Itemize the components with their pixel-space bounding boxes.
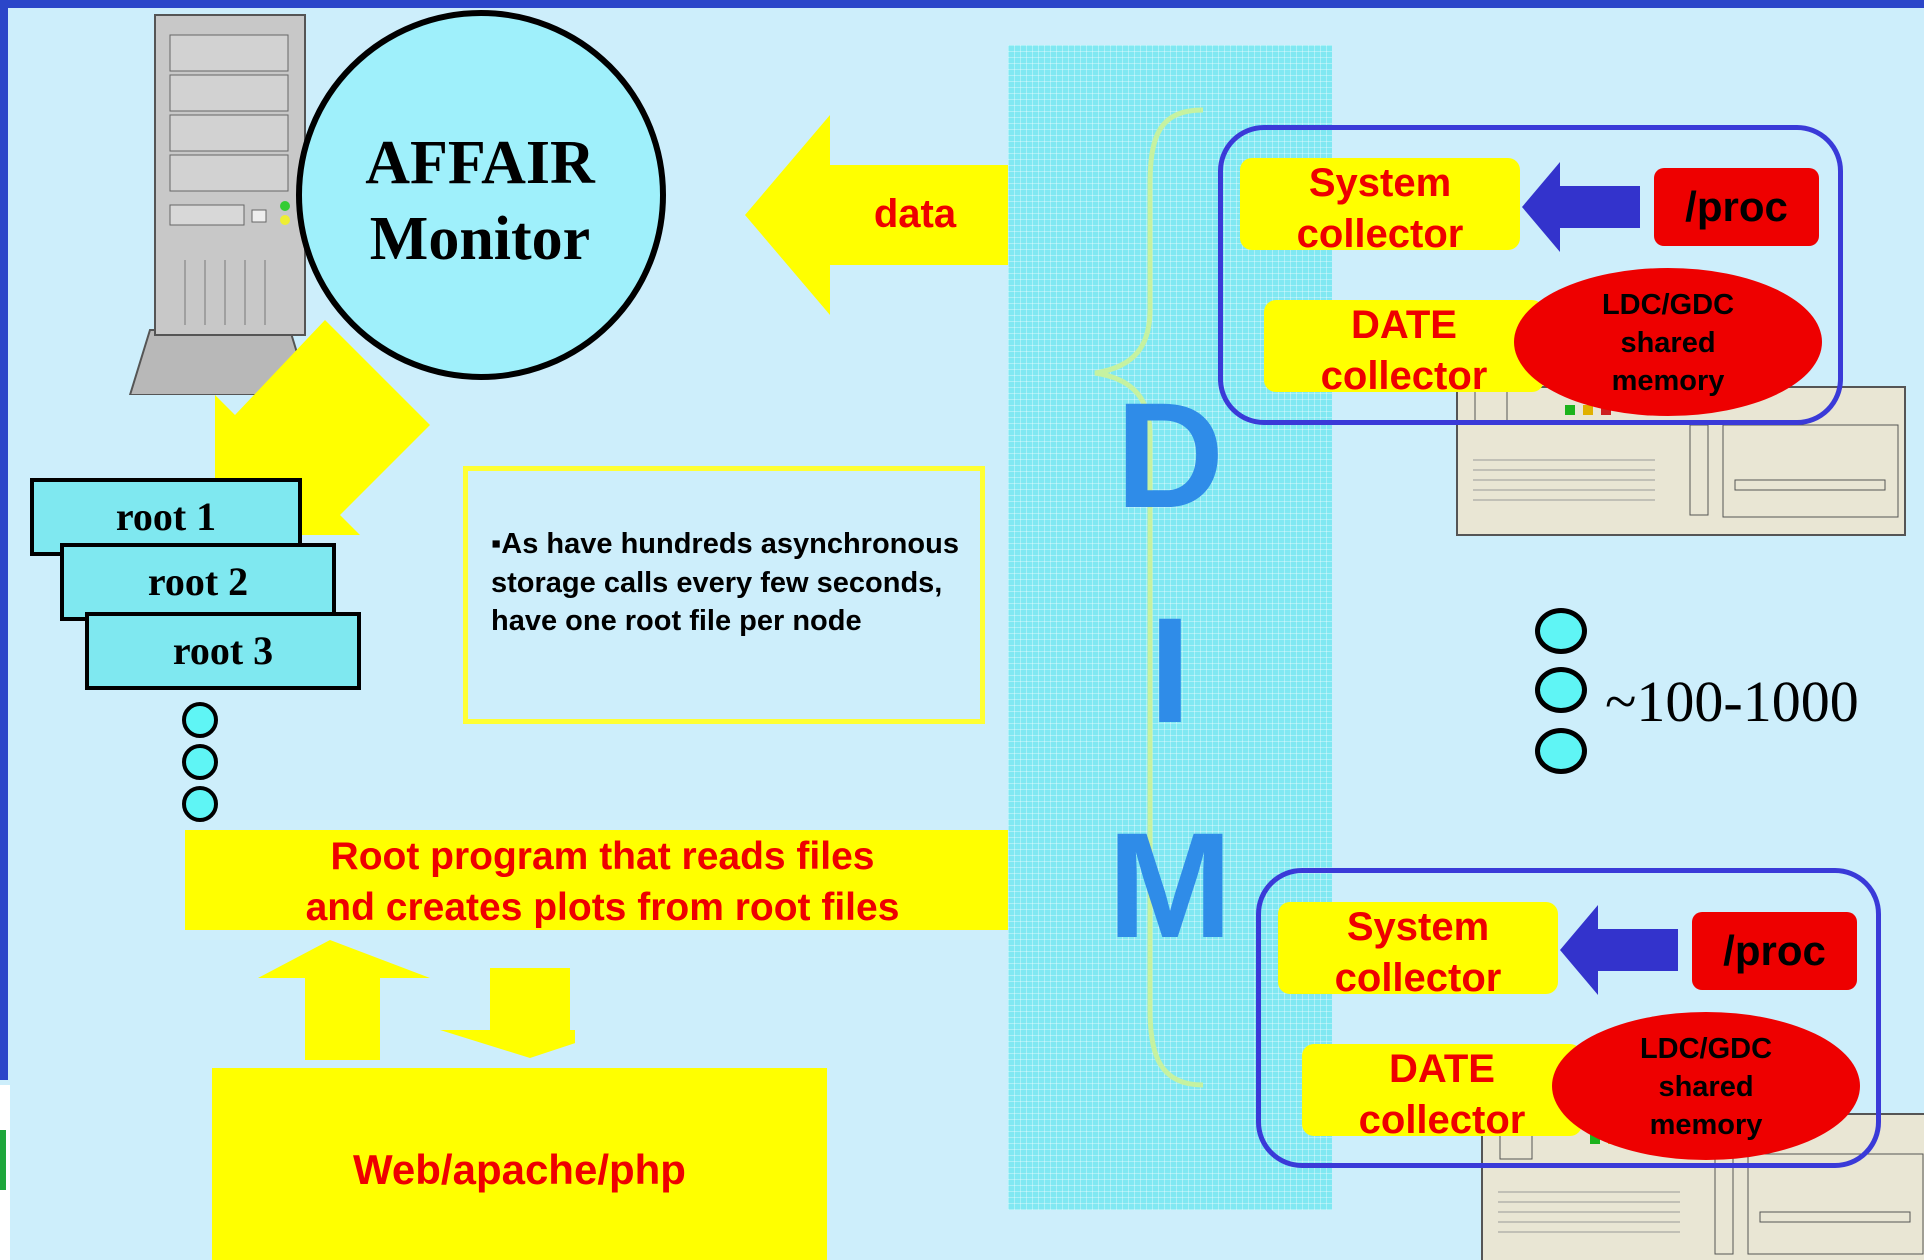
node-2-system-collector: System collector xyxy=(1278,902,1558,1000)
node-1-proc-box: /proc xyxy=(1654,168,1819,246)
green-marker xyxy=(0,1130,6,1190)
node-1-date-collector: DATE collector xyxy=(1264,300,1544,398)
node-2-proc-box: /proc xyxy=(1692,912,1857,990)
top-border xyxy=(0,0,1924,8)
date-collector-line-2: collector xyxy=(1320,354,1488,398)
root-program-line-1: Root program that reads files xyxy=(330,835,875,878)
node-2-date-collector: DATE collector xyxy=(1302,1044,1582,1142)
more-dot xyxy=(182,702,218,738)
node-1-shared-memory: LDC/GDC shared memory xyxy=(1514,268,1822,416)
system-collector-line-2: collector xyxy=(1296,212,1464,256)
monitor-line-1: AFFAIR xyxy=(365,129,595,197)
node-2-proc-arrow xyxy=(1560,905,1678,995)
shm-line-3: memory xyxy=(1649,1109,1763,1141)
dim-letter-d: D xyxy=(1115,371,1225,539)
node-1-frame xyxy=(1218,125,1843,425)
shm-line-2: shared xyxy=(1620,327,1716,359)
shm-line-1: LDC/GDC xyxy=(1601,289,1735,321)
system-collector-line-1: System xyxy=(1308,161,1452,205)
tower-server-icon xyxy=(128,14,312,395)
system-collector-line-1: System xyxy=(1346,905,1490,949)
note-box: ▪As have hundreds asynchronous storage c… xyxy=(463,466,985,724)
curly-brace xyxy=(1094,107,1204,1088)
left-border xyxy=(0,0,8,1080)
dim-letter-m: M xyxy=(1107,801,1233,969)
node-2-shared-memory: LDC/GDC shared memory xyxy=(1552,1012,1860,1160)
node-2-frame xyxy=(1256,868,1881,1168)
data-arrow-label: data xyxy=(873,192,957,236)
node-dot xyxy=(1535,608,1587,654)
more-dot xyxy=(182,786,218,822)
node-dot xyxy=(1535,728,1587,774)
root-file-3: root 3 xyxy=(85,612,361,690)
node-dot xyxy=(1535,667,1587,713)
node-1-proc-arrow xyxy=(1522,162,1640,252)
shm-line-3: memory xyxy=(1611,365,1725,397)
root-file-2: root 2 xyxy=(60,543,336,621)
dim-letter-i: I xyxy=(1149,586,1191,754)
web-box: Web/apache/php xyxy=(212,1068,827,1260)
root-program-line-2: and creates plots from root files xyxy=(305,886,900,929)
node-1-system-collector: System collector xyxy=(1240,158,1520,256)
monitor-line-2: Monitor xyxy=(369,205,591,273)
system-collector-line-2: collector xyxy=(1334,956,1502,1000)
more-dot xyxy=(182,744,218,780)
date-collector-line-2: collector xyxy=(1358,1098,1526,1142)
date-collector-line-1: DATE xyxy=(1389,1047,1495,1091)
affair-monitor-circle xyxy=(296,10,666,380)
shm-line-1: LDC/GDC xyxy=(1639,1033,1773,1065)
shm-line-2: shared xyxy=(1658,1071,1754,1103)
date-collector-line-1: DATE xyxy=(1351,303,1457,347)
bidirectional-arrows xyxy=(258,940,575,1060)
web-box-label: Web/apache/php xyxy=(353,1146,686,1193)
affair-monitor-label: AFFAIR Monitor xyxy=(320,125,640,277)
data-arrow xyxy=(745,115,1065,315)
root-program-box: Root program that reads files and create… xyxy=(185,830,1020,930)
node-count-label: ~100-1000 xyxy=(1605,669,1859,734)
